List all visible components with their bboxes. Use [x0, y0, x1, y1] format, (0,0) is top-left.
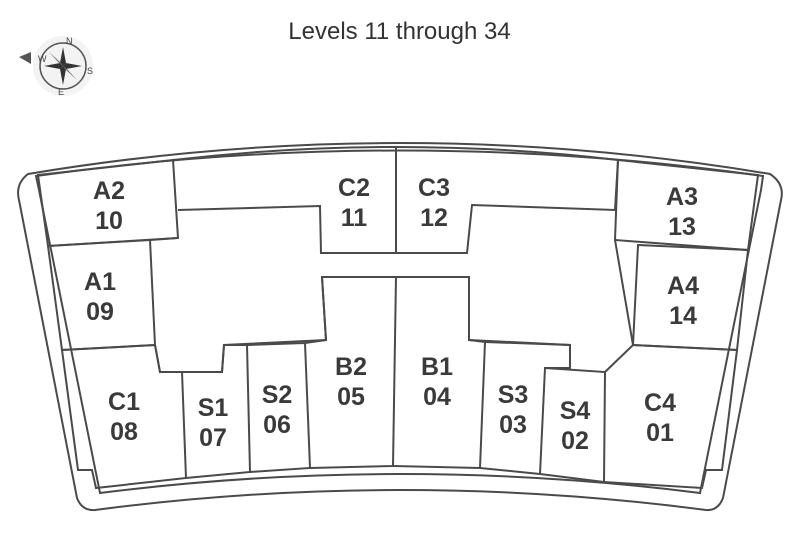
unit-b1-number[interactable]: 04: [423, 383, 451, 411]
unit-c1-name[interactable]: C1: [108, 388, 140, 416]
compass-icon: W S E N: [33, 36, 93, 97]
unit-s4-outline: [539, 367, 607, 484]
unit-c1-number[interactable]: 08: [110, 418, 138, 446]
unit-s1-number[interactable]: 07: [199, 424, 227, 452]
unit-b2-number[interactable]: 05: [337, 383, 365, 411]
unit-b2-name[interactable]: B2: [335, 353, 367, 381]
unit-a2-number[interactable]: 10: [95, 207, 123, 235]
core-outline: [149, 237, 634, 373]
unit-c3-name[interactable]: C3: [418, 174, 450, 202]
unit-c4-name[interactable]: C4: [644, 389, 676, 417]
building-outer-wall: [17, 142, 783, 512]
unit-s2-number[interactable]: 06: [263, 411, 291, 439]
unit-c2-name[interactable]: C2: [338, 174, 370, 202]
unit-c4-outline: [603, 343, 739, 490]
compass-letter-w: W: [38, 54, 47, 64]
unit-s3-number[interactable]: 03: [499, 411, 527, 439]
unit-a4-name[interactable]: A4: [667, 272, 699, 300]
unit-a1-number[interactable]: 09: [86, 298, 114, 326]
unit-a3-name[interactable]: A3: [666, 183, 698, 211]
unit-s3-name[interactable]: S3: [498, 381, 529, 409]
unit-c4-number[interactable]: 01: [646, 419, 674, 447]
unit-s4-name[interactable]: S4: [560, 397, 591, 425]
unit-b1-name[interactable]: B1: [421, 353, 453, 381]
floor-plan-title: Levels 11 through 34: [288, 18, 511, 45]
compass-letter-n: N: [66, 36, 73, 46]
unit-c2-number[interactable]: 11: [341, 204, 368, 232]
unit-a2-name[interactable]: A2: [93, 177, 125, 205]
compass-letter-e: E: [58, 87, 64, 97]
compass-letter-s: S: [87, 66, 93, 76]
unit-a3-number[interactable]: 13: [668, 213, 696, 241]
building-inner-wall: [34, 149, 765, 495]
unit-c2-outline: [172, 145, 397, 254]
unit-b2-outline: [304, 276, 398, 469]
unit-a1-name[interactable]: A1: [84, 268, 116, 296]
unit-c1-outline: [60, 343, 188, 490]
unit-c3-number[interactable]: 12: [420, 204, 448, 232]
unit-a4-number[interactable]: 14: [669, 302, 697, 330]
unit-s1-outline: [182, 344, 252, 479]
unit-s1-name[interactable]: S1: [198, 394, 229, 422]
unit-s2-outline: [246, 341, 312, 473]
unit-s2-name[interactable]: S2: [262, 381, 293, 409]
unit-b1-outline: [392, 276, 487, 470]
north-pointer-arrow-icon: [19, 52, 31, 64]
unit-s4-number[interactable]: 02: [561, 427, 589, 455]
